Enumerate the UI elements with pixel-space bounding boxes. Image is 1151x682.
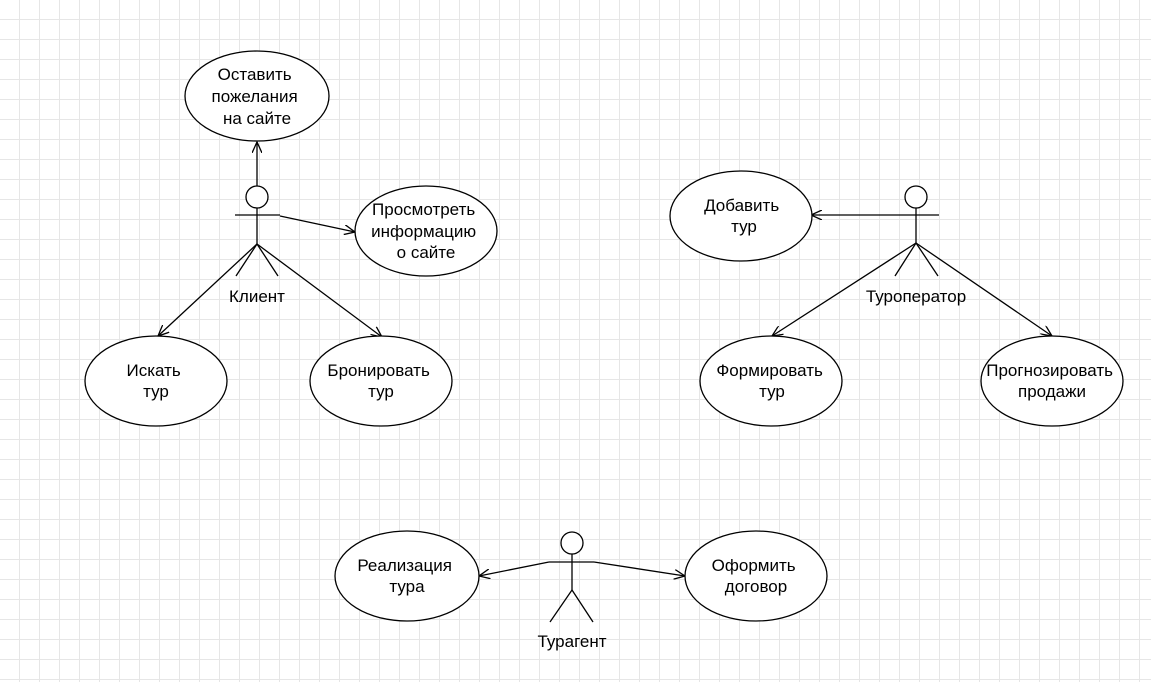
usecase-form-tour[interactable]: Формировать тур	[699, 335, 843, 427]
actor-touragent-leg-left	[549, 589, 573, 623]
usecase-forecast-sales[interactable]: Прогнозировать продажи	[980, 335, 1124, 427]
actor-client[interactable]: Клиент	[229, 185, 285, 306]
usecase-form-tour-shape	[699, 335, 843, 427]
usecase-view-info-shape	[354, 185, 498, 277]
usecase-tour-sale-shape	[334, 530, 480, 622]
usecase-contract[interactable]: Оформить договор	[684, 530, 828, 622]
usecase-view-info[interactable]: Просмотреть информацию о сайте	[354, 185, 498, 277]
usecase-forecast-sales-label: Прогнозировать продажи	[986, 361, 1117, 401]
edge-touragent-contract	[593, 561, 685, 576]
usecase-search-tour-shape	[84, 335, 228, 427]
usecase-add-tour-label: Добавить тур	[704, 196, 784, 236]
edge-touragent-tour-sale	[479, 561, 550, 576]
actor-client-leg-left	[235, 243, 258, 277]
usecase-contract-shape	[684, 530, 828, 622]
edge-client-book-tour	[256, 243, 382, 337]
usecase-search-tour[interactable]: Искать тур	[84, 335, 228, 427]
usecase-search-tour-label: Искать тур	[127, 361, 186, 401]
actor-touroperator-leg-right	[915, 242, 939, 277]
usecase-book-tour-shape	[309, 335, 453, 427]
usecase-leave-wishes-label: Оставить пожелания на сайте	[212, 65, 303, 128]
edge-touroperator-forecast	[915, 242, 1052, 336]
actor-touragent-leg-right	[571, 589, 594, 623]
usecase-tour-sale-label: Реализация тура	[357, 556, 456, 596]
usecase-view-info-label: Просмотреть информацию о сайте	[371, 200, 481, 262]
actor-client-label: Клиент	[229, 287, 285, 306]
actor-touroperator-head	[904, 185, 928, 209]
usecase-book-tour-label: Бронировать тур	[327, 361, 434, 401]
actor-client-leg-right	[256, 243, 279, 277]
actor-touragent-label: Турагент	[537, 632, 606, 651]
actor-touragent-head	[560, 531, 584, 555]
usecase-add-tour-shape	[669, 170, 813, 262]
usecase-leave-wishes[interactable]: Оставить пожелания на сайте	[184, 50, 330, 142]
edge-touroperator-form-tour	[772, 242, 917, 336]
usecase-form-tour-label: Формировать тур	[716, 361, 827, 401]
actor-touroperator[interactable]: Туроператор	[866, 185, 966, 306]
usecase-leave-wishes-shape	[184, 50, 330, 142]
actor-touragent[interactable]: Турагент	[537, 531, 607, 651]
actor-touroperator-label: Туроператор	[866, 287, 966, 306]
usecase-add-tour[interactable]: Добавить тур	[669, 170, 813, 262]
usecase-forecast-sales-shape	[980, 335, 1124, 427]
edge-client-view-info	[279, 215, 355, 232]
actor-client-head	[245, 185, 269, 209]
edge-client-search-tour	[158, 243, 258, 336]
usecase-tour-sale[interactable]: Реализация тура	[334, 530, 480, 622]
actor-touroperator-leg-left	[894, 242, 917, 277]
usecase-book-tour[interactable]: Бронировать тур	[309, 335, 453, 427]
usecase-contract-label: Оформить договор	[712, 556, 801, 596]
